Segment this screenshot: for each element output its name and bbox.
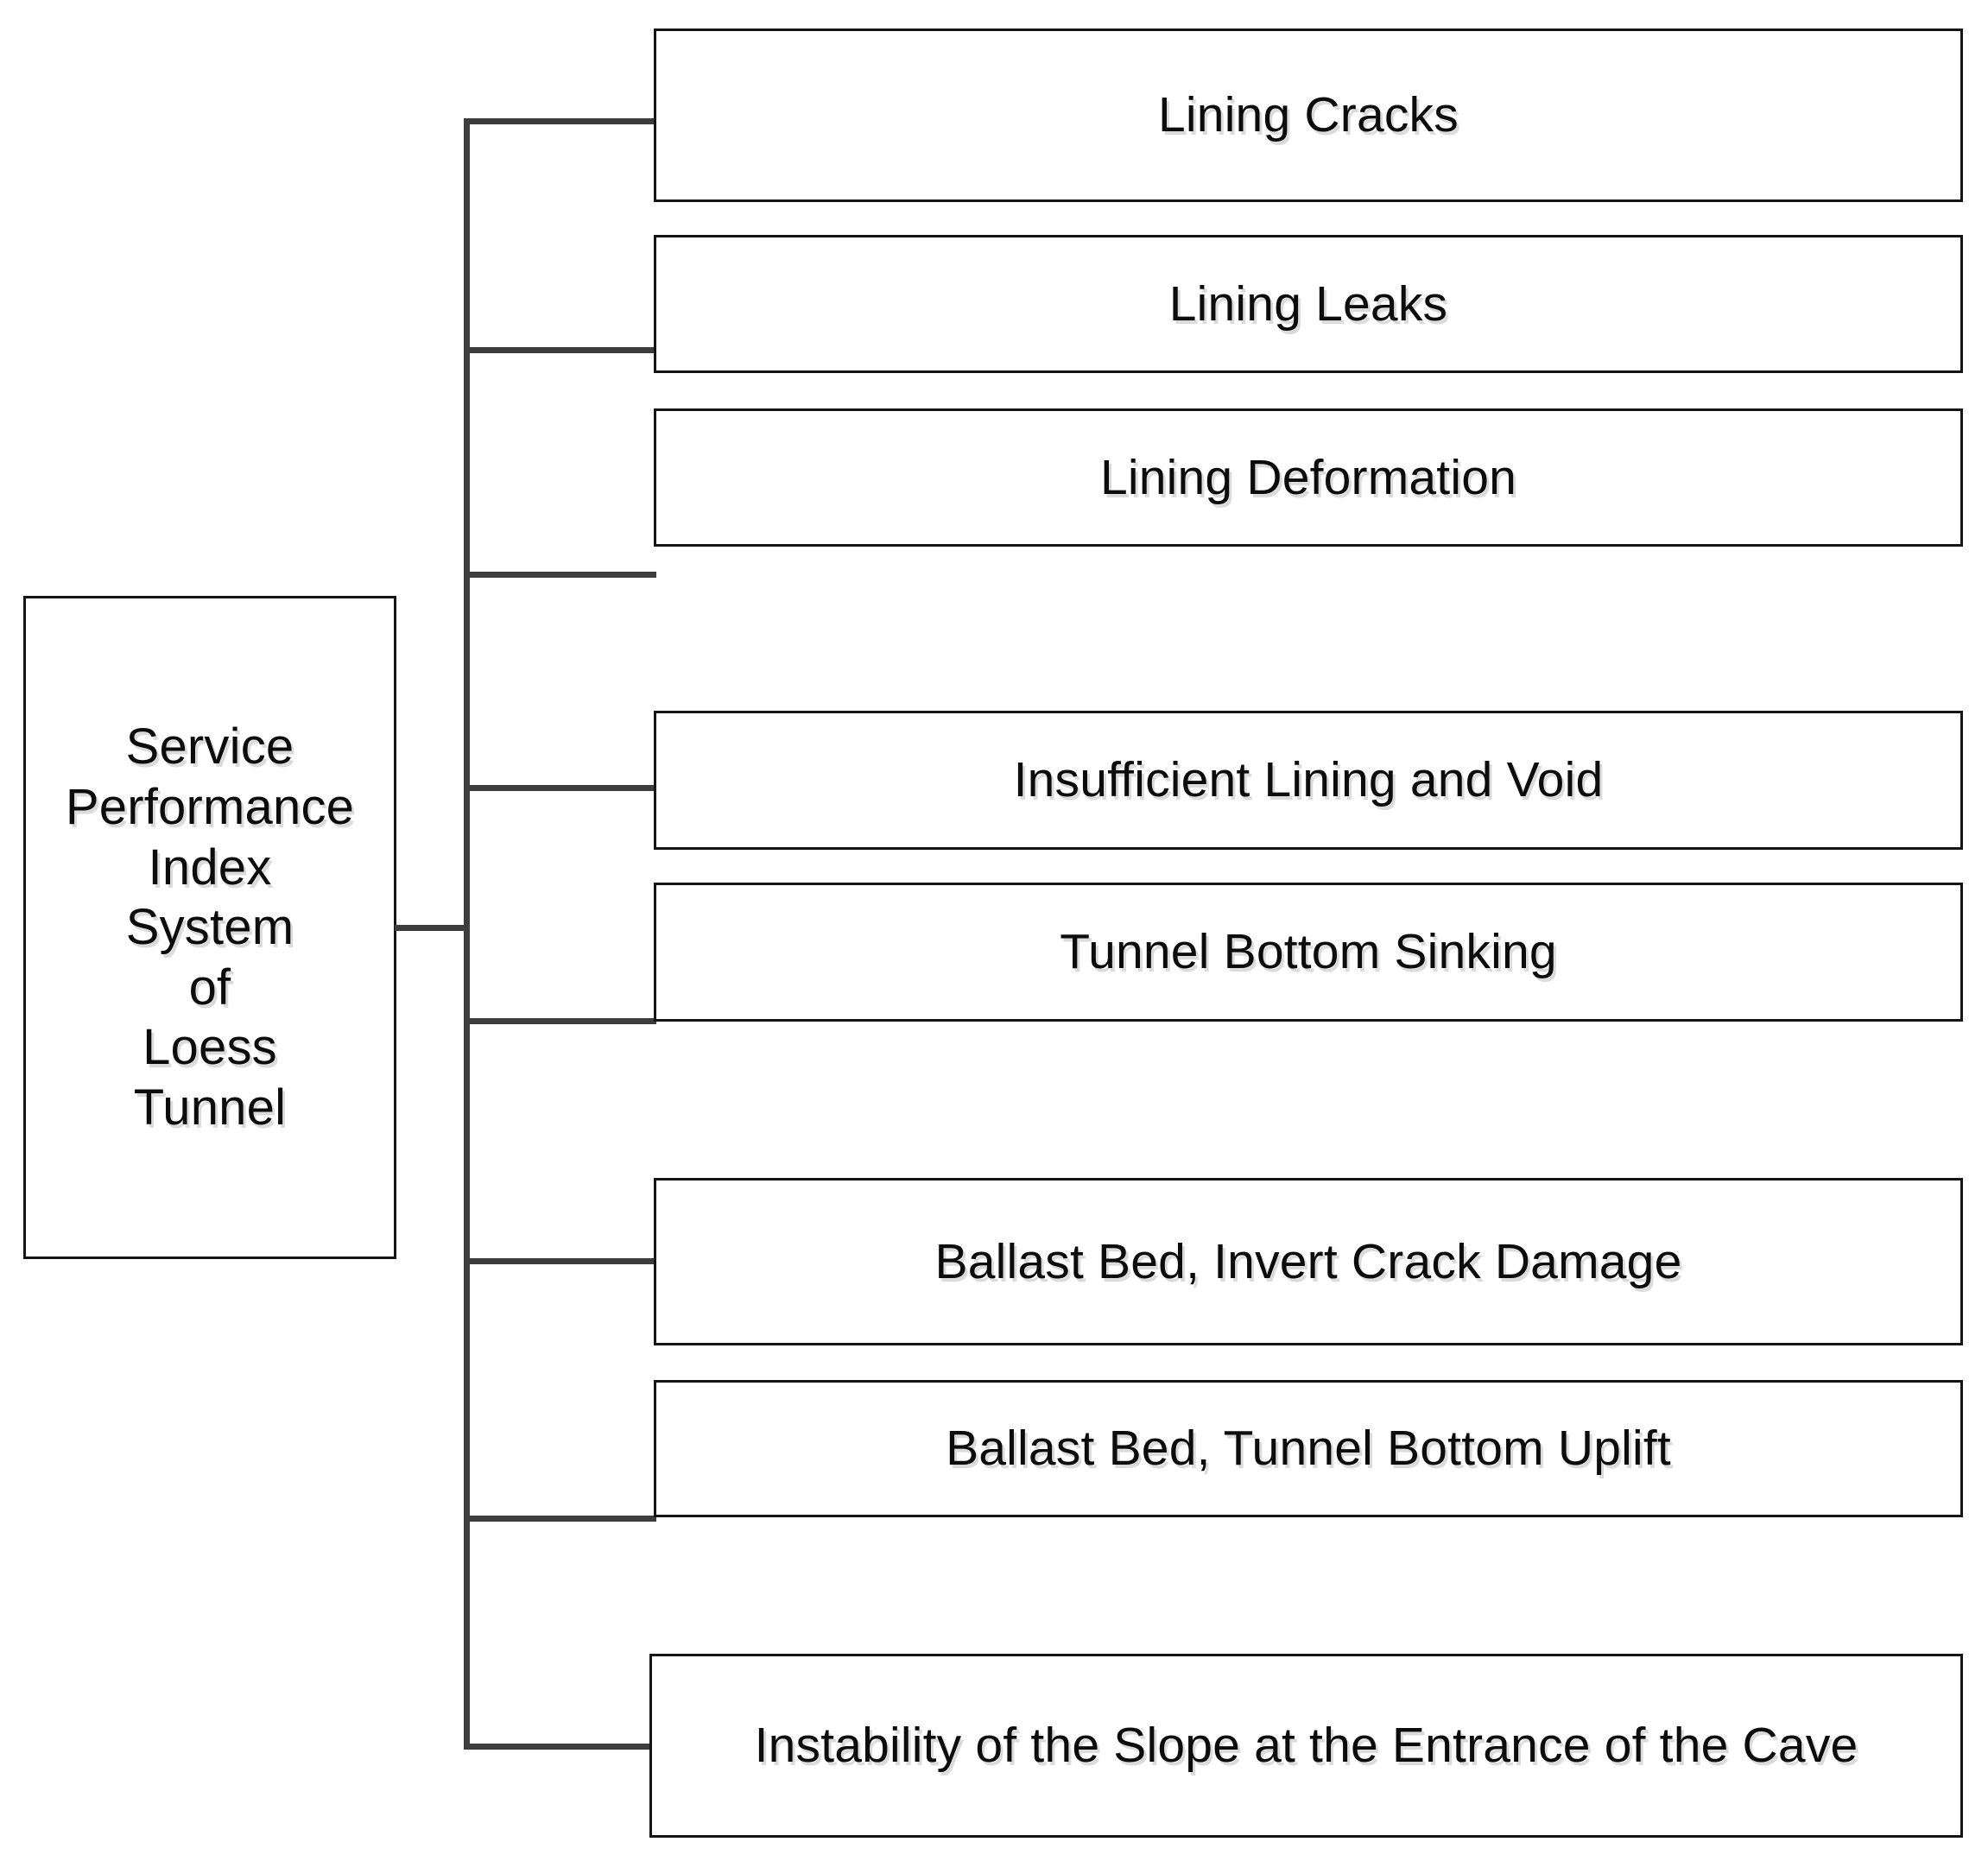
leaf-node-box-7[interactable]: Ballast Bed, Tunnel Bottom Uplift: [654, 1380, 1963, 1517]
leaf-node-box-3[interactable]: Lining Deformation: [654, 408, 1963, 547]
connector-branch-7: [464, 1516, 656, 1522]
connector-branch-3: [464, 572, 656, 578]
leaf-node-box-6[interactable]: Ballast Bed, Invert Crack Damage: [654, 1178, 1963, 1345]
connector-branch-4: [464, 785, 656, 791]
leaf-node-box-5[interactable]: Tunnel Bottom Sinking: [654, 883, 1963, 1022]
connector-branch-1: [464, 118, 656, 124]
leaf-node-label-3: Lining Deformation: [1099, 449, 1517, 505]
leaf-node-box-2[interactable]: Lining Leaks: [654, 235, 1963, 373]
leaf-node-label-5: Tunnel Bottom Sinking: [1060, 924, 1557, 980]
root-node-label: Service Performance Index System of Loes…: [65, 718, 355, 1136]
connector-branch-2: [464, 347, 656, 353]
connector-root-stub: [395, 925, 469, 931]
connector-branch-8: [464, 1744, 652, 1750]
leaf-node-box-8[interactable]: Instability of the Slope at the Entrance…: [649, 1654, 1963, 1838]
leaf-node-label-8: Instability of the Slope at the Entrance…: [754, 1718, 1858, 1774]
root-node-box[interactable]: Service Performance Index System of Loes…: [23, 596, 396, 1259]
leaf-node-label-6: Ballast Bed, Invert Crack Damage: [934, 1233, 1682, 1289]
leaf-node-label-7: Ballast Bed, Tunnel Bottom Uplift: [946, 1421, 1671, 1477]
connector-branch-5: [464, 1018, 656, 1024]
leaf-node-label-2: Lining Leaks: [1168, 275, 1448, 332]
leaf-node-label-1: Lining Cracks: [1158, 87, 1459, 143]
connector-trunk: [464, 121, 470, 1750]
leaf-node-box-4[interactable]: Insufficient Lining and Void: [654, 711, 1963, 850]
leaf-node-label-4: Insufficient Lining and Void: [1013, 752, 1604, 808]
connector-branch-6: [464, 1258, 656, 1264]
leaf-node-box-1[interactable]: Lining Cracks: [654, 28, 1963, 202]
